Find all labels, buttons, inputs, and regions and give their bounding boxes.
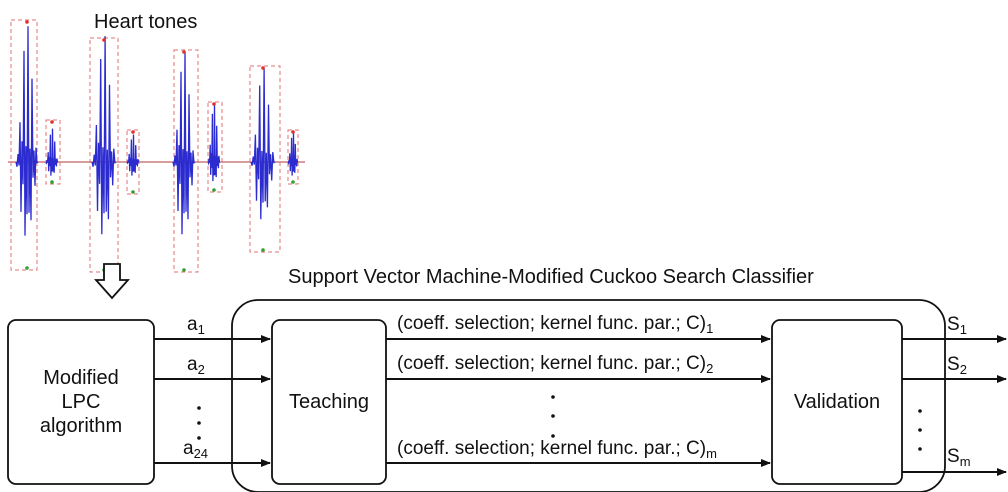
trough-marker-8 <box>291 180 295 184</box>
segment-box-1 <box>10 19 38 271</box>
lpc-label-line-1: Modified <box>43 367 119 389</box>
classifier-title: Support Vector Machine-Modified Cuckoo S… <box>288 266 814 288</box>
heart-tones-title: Heart tones <box>94 11 198 33</box>
trough-marker-4 <box>131 190 135 194</box>
param-label-m: (coeff. selection; kernel func. par.; C)… <box>397 438 717 461</box>
trough-marker-1 <box>25 266 29 270</box>
input-label-a1: a1 <box>187 314 205 337</box>
input-ellipsis <box>197 406 201 440</box>
output-ellipsis <box>918 409 922 451</box>
input-label-a2: a2 <box>187 354 205 377</box>
peak-marker-4 <box>131 130 135 134</box>
trough-marker-6 <box>212 188 216 192</box>
segment-box-6 <box>207 101 223 193</box>
segment-box-8 <box>287 129 299 185</box>
peak-marker-7 <box>261 66 265 70</box>
trough-marker-2 <box>50 180 54 184</box>
lpc-label-line-3: algorithm <box>39 415 123 437</box>
lpc-block <box>7 319 155 485</box>
heart-tones-waveform <box>8 19 305 273</box>
teaching-block <box>271 319 387 485</box>
heart-sound-burst-6 <box>207 102 221 182</box>
validation-label: Validation <box>793 391 881 413</box>
heart-sound-burst-2 <box>45 128 59 176</box>
peak-marker-2 <box>50 120 54 124</box>
heart-sound-burst-7 <box>250 68 276 220</box>
input-label-a24: a24 <box>183 438 209 461</box>
lpc-block-label: Modified LPC algorithm <box>8 320 154 484</box>
heart-sound-burst-1 <box>15 26 39 236</box>
teaching-label: Teaching <box>288 391 370 413</box>
segment-box-2 <box>45 119 61 185</box>
trough-marker-5 <box>182 268 186 272</box>
output-label-s1: S1 <box>947 314 967 337</box>
output-label-sm: Sm <box>947 446 971 469</box>
validation-block <box>771 319 903 485</box>
output-label-s2: S2 <box>947 354 967 377</box>
param-ellipsis <box>551 395 555 438</box>
peak-marker-3 <box>102 38 106 42</box>
down-arrow-icon <box>93 263 131 300</box>
trough-marker-7 <box>261 248 265 252</box>
peak-marker-8 <box>291 130 295 134</box>
peak-marker-6 <box>212 102 216 106</box>
heart-sound-burst-4 <box>126 134 140 176</box>
classifier-container <box>231 299 946 492</box>
heart-sound-burst-3 <box>91 36 117 235</box>
lpc-label-line-2: LPC <box>61 391 101 413</box>
peak-marker-5 <box>182 50 186 54</box>
segment-box-7 <box>249 65 281 253</box>
heart-sound-burst-5 <box>172 51 196 235</box>
param-label-1: (coeff. selection; kernel func. par.; C)… <box>397 313 714 336</box>
heart-sound-burst-8 <box>287 132 299 176</box>
param-label-2: (coeff. selection; kernel func. par.; C)… <box>397 353 714 376</box>
peak-marker-1 <box>25 20 29 24</box>
